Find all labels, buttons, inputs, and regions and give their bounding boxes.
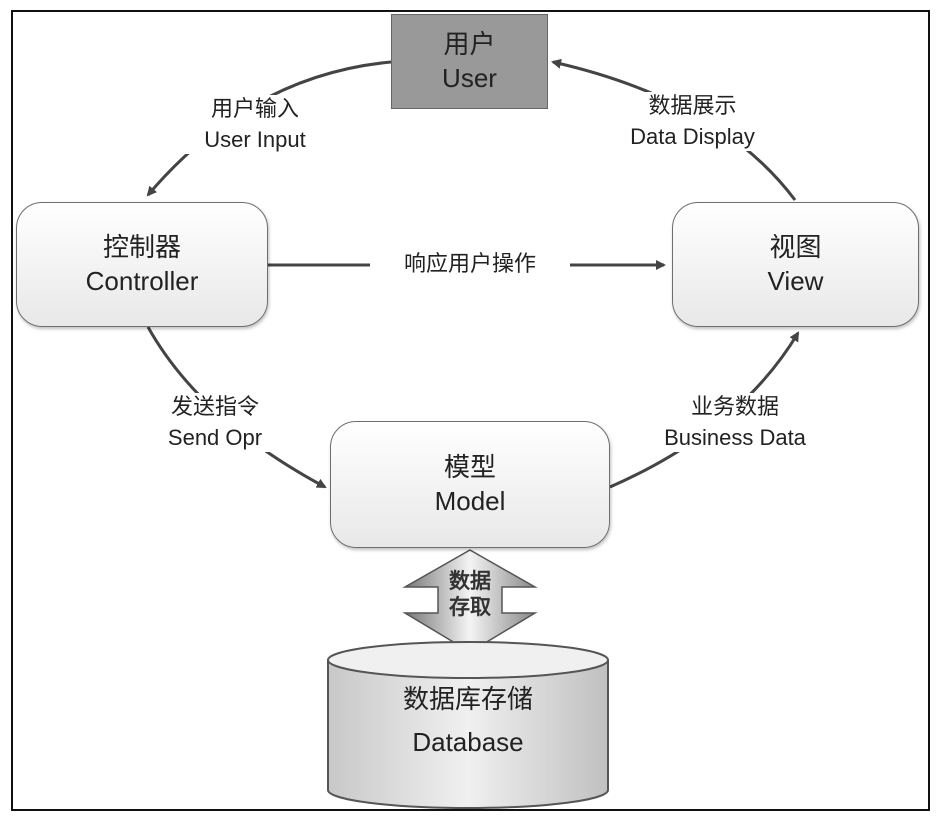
database-en-label: Database bbox=[412, 726, 524, 757]
controller-node: 控制器 Controller bbox=[16, 202, 268, 327]
edge-label-data-display: 数据展示 Data Display bbox=[600, 92, 785, 152]
database-cylinder bbox=[327, 641, 609, 809]
view-cn-label: 视图 bbox=[769, 233, 822, 263]
data-access-label: 数据 存取 bbox=[449, 569, 491, 620]
user-en-label: User bbox=[442, 62, 497, 93]
edge-label-send-opr: 发送指令 Send Opr bbox=[150, 393, 280, 453]
model-node: 模型 Model bbox=[330, 421, 610, 548]
edge-label-user-input: 用户输入 User Input bbox=[180, 95, 330, 155]
model-en-label: Model bbox=[434, 485, 506, 516]
model-cn-label: 模型 bbox=[443, 453, 496, 483]
view-en-label: View bbox=[767, 265, 824, 296]
database-node: 数据库存储 Database bbox=[328, 680, 608, 763]
diagram-frame bbox=[11, 10, 930, 811]
view-node: 视图 View bbox=[672, 202, 919, 327]
edge-label-respond: 响应用户操作 bbox=[370, 250, 570, 280]
database-cn-label: 数据库存储 bbox=[402, 685, 533, 715]
controller-cn-label: 控制器 bbox=[102, 233, 181, 263]
user-cn-label: 用户 bbox=[443, 30, 496, 60]
user-node: 用户 User bbox=[391, 14, 548, 109]
edge-label-business-data: 业务数据 Business Data bbox=[640, 393, 830, 453]
controller-en-label: Controller bbox=[85, 265, 199, 296]
